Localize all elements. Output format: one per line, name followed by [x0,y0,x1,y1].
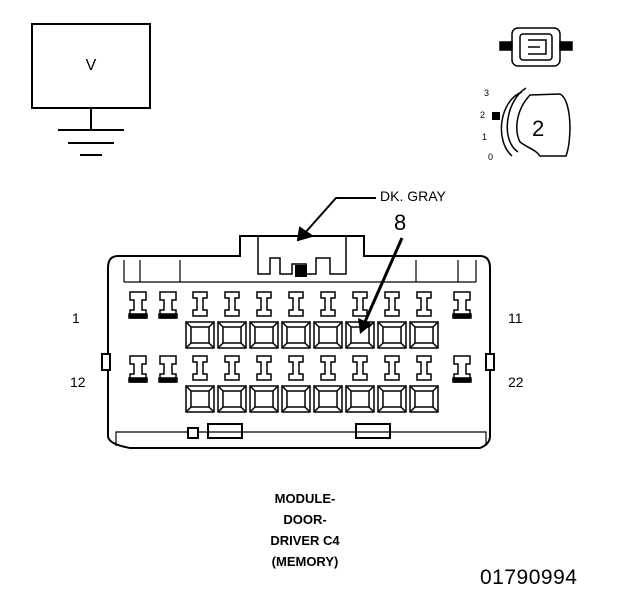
scale-mark-2: 2 [480,110,486,120]
cavity-9 [377,291,407,349]
caption-line-1: MODULE- [274,491,336,506]
connector-caption: MODULE- DOOR- DRIVER C4 (MEMORY) [230,488,380,572]
caption-line-2: DOOR- [283,512,327,527]
voltmeter-label: V [85,57,97,74]
cavity-16 [249,355,279,413]
cavity-5 [249,291,279,349]
caption-line-4: (MEMORY) [271,554,339,569]
ground-symbol [58,108,124,156]
connector-cavities [128,291,472,413]
scale-mark-0: 0 [488,152,494,162]
wire-leader [296,197,376,242]
cavity-20 [377,355,407,413]
cavity-number: 8 [394,210,407,235]
scale-mark-3: 3 [484,88,490,98]
cavity-4 [217,291,247,349]
pin-label-22: 22 [508,374,524,390]
cavity-7 [313,291,343,349]
cavity-2 [158,291,178,319]
wire-color-label: DK. GRAY [380,188,446,204]
scale-mark-1: 1 [482,132,488,142]
cavity-11 [452,291,472,319]
caption-line-3: DRIVER C4 [270,533,340,548]
cavity-3 [185,291,215,349]
pin-label-1: 1 [72,310,80,326]
cavity-22 [452,355,472,383]
probe-tool-icon [499,27,573,67]
cavity-8-pointer [358,237,404,334]
cavity-1 [128,291,148,319]
reference-number: 01790994 [480,566,578,589]
cavity-21 [409,355,439,413]
cavity-18 [313,355,343,413]
cavity-15 [217,355,247,413]
pin-label-11: 11 [508,310,523,326]
cavity-12 [128,355,148,383]
cavity-19 [345,355,375,413]
cavity-6 [281,291,311,349]
cavity-14 [185,355,215,413]
connector-body [101,235,495,449]
pin-label-12: 12 [70,374,86,390]
cavity-13 [158,355,178,383]
cavity-17 [281,355,311,413]
probe-position-label: 2 [532,116,545,141]
probe-rotation-icon [492,87,571,157]
cavity-10 [409,291,439,349]
